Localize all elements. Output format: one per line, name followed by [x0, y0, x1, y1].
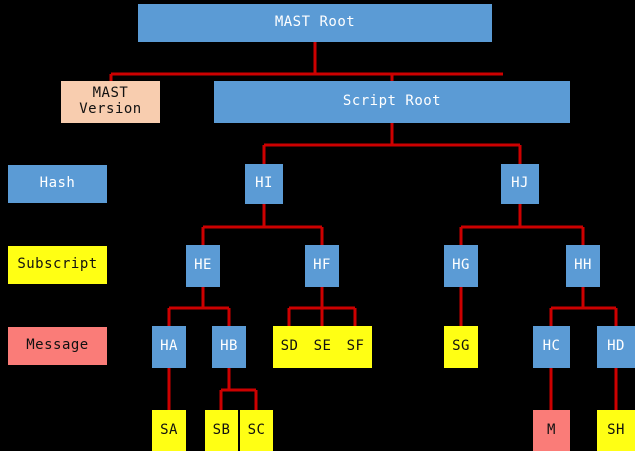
- node-label-he: HE: [194, 257, 212, 274]
- legend-item-subscript: Subscript: [8, 246, 107, 284]
- node-hi[interactable]: HI: [245, 164, 283, 204]
- node-label-mast-version: MAST Version: [79, 85, 142, 117]
- node-label-m: M: [547, 421, 556, 438]
- edge-hi-children: [201, 204, 324, 245]
- node-m[interactable]: M: [533, 410, 570, 451]
- node-label-hc: HC: [542, 338, 561, 355]
- node-label-sg: SG: [452, 338, 470, 355]
- node-se[interactable]: SE: [306, 326, 339, 368]
- node-mast-root[interactable]: MAST Root: [138, 4, 492, 42]
- node-hj[interactable]: HJ: [501, 164, 539, 204]
- node-label-hf: HF: [313, 257, 331, 274]
- legend-label-subscript: Subscript: [17, 256, 98, 273]
- node-sb[interactable]: SB: [205, 410, 238, 451]
- node-hb[interactable]: HB: [212, 326, 246, 368]
- legend-label-message: Message: [26, 337, 89, 354]
- node-label-se: SE: [313, 338, 332, 355]
- node-hd[interactable]: HD: [597, 326, 635, 368]
- edge-hf-children: [287, 287, 357, 326]
- node-he[interactable]: HE: [186, 245, 220, 287]
- legend-label-hash: Hash: [39, 175, 76, 192]
- node-hg[interactable]: HG: [444, 245, 478, 287]
- node-label-ha: HA: [160, 338, 178, 355]
- node-label-hd: HD: [607, 338, 625, 355]
- node-label-mast-root: MAST Root: [274, 14, 356, 31]
- edge-he-children: [167, 287, 231, 326]
- node-ha[interactable]: HA: [152, 326, 186, 368]
- edge-mastroot-children: [109, 42, 503, 81]
- node-label-hi: HI: [255, 175, 273, 192]
- node-label-sb: SB: [212, 421, 231, 438]
- node-mast-version[interactable]: MAST Version: [61, 81, 160, 123]
- node-label-script-root: Script Root: [342, 93, 442, 110]
- node-sd[interactable]: SD: [273, 326, 306, 368]
- node-hf[interactable]: HF: [305, 245, 339, 287]
- legend-item-hash: Hash: [8, 165, 107, 203]
- node-label-sd: SD: [280, 338, 299, 355]
- node-label-sh: SH: [607, 421, 625, 438]
- edge-hb-children: [219, 368, 258, 410]
- node-label-hh: HH: [574, 257, 592, 274]
- node-label-hj: HJ: [511, 175, 529, 192]
- edge-hj-children: [459, 204, 585, 245]
- node-label-hb: HB: [220, 338, 238, 355]
- node-script-root[interactable]: Script Root: [214, 81, 570, 123]
- node-hc[interactable]: HC: [533, 326, 570, 368]
- node-label-sf: SF: [346, 338, 365, 355]
- edge-scriptroot-children: [262, 123, 522, 164]
- node-label-sc: SC: [247, 421, 266, 438]
- node-sf[interactable]: SF: [339, 326, 372, 368]
- legend-item-message: Message: [8, 327, 107, 365]
- node-sh[interactable]: SH: [597, 410, 635, 451]
- node-label-sa: SA: [160, 421, 178, 438]
- node-label-hg: HG: [452, 257, 470, 274]
- edge-hh-children: [549, 287, 618, 326]
- node-sg[interactable]: SG: [444, 326, 478, 368]
- node-hh[interactable]: HH: [566, 245, 600, 287]
- node-sa[interactable]: SA: [152, 410, 186, 451]
- node-sc[interactable]: SC: [240, 410, 273, 451]
